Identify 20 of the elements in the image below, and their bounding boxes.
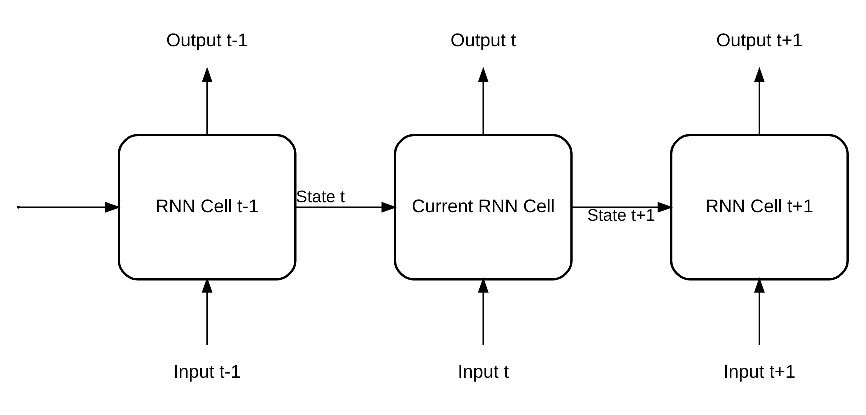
node-text: Input t+1 bbox=[724, 360, 796, 382]
node-text: Output t-1 bbox=[166, 30, 248, 51]
arrow bbox=[202, 67, 213, 135]
arrow bbox=[478, 67, 489, 135]
edge-label: State t+1 bbox=[587, 206, 656, 225]
arrow bbox=[754, 278, 766, 346]
node-text: Output t+1 bbox=[716, 30, 803, 51]
arrow bbox=[296, 202, 398, 213]
node-box: Current RNN Cell bbox=[394, 134, 573, 281]
node-text: Input t-1 bbox=[174, 360, 242, 382]
node-box: RNN Cell t-1 bbox=[118, 134, 297, 281]
node-box: RNN Cell t+1 bbox=[670, 134, 850, 281]
arrow bbox=[202, 278, 213, 346]
arrow bbox=[754, 67, 766, 135]
edge-label: State t bbox=[296, 188, 346, 207]
node-text: Output t bbox=[450, 30, 516, 51]
arrow bbox=[572, 202, 674, 213]
arrow bbox=[19, 202, 121, 213]
node-text: Input t bbox=[458, 360, 510, 382]
arrow bbox=[478, 278, 489, 346]
